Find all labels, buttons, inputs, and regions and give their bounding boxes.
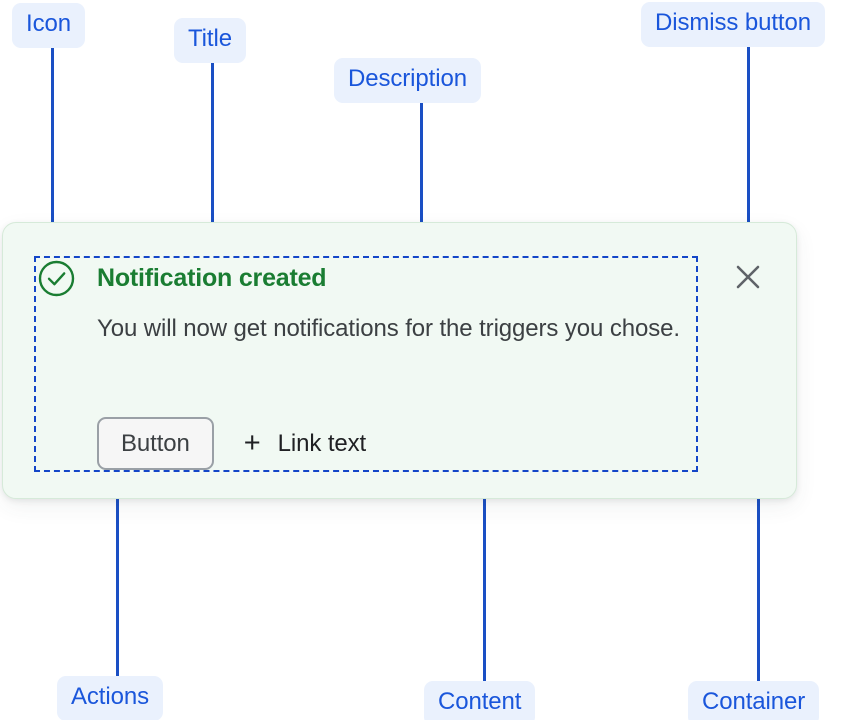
annotation-label-title: Title [174, 18, 246, 63]
leader-line-container [757, 472, 760, 682]
notification-title: Notification created [97, 264, 327, 292]
annotation-label-icon: Icon [12, 3, 85, 48]
notification-description: You will now get notifications for the t… [97, 315, 680, 342]
annotation-label-dismiss: Dismiss button [641, 2, 825, 47]
leader-line-content [483, 471, 486, 682]
notification-actions: Button + Link text [97, 417, 366, 470]
annotation-label-description: Description [334, 58, 481, 103]
leader-line-title [211, 60, 214, 263]
check-circle-icon [38, 260, 75, 297]
close-icon [733, 265, 763, 295]
primary-action-button[interactable]: Button [97, 417, 214, 470]
secondary-action-link[interactable]: + Link text [244, 429, 366, 458]
annotation-label-actions: Actions [57, 676, 164, 720]
plus-icon: + [243, 427, 261, 459]
leader-line-description [420, 99, 423, 304]
notification-container: Notification created You will now get no… [2, 222, 797, 499]
annotation-label-content: Content [424, 681, 536, 720]
leader-line-dismiss [747, 43, 750, 247]
leader-line-actions [116, 471, 119, 677]
secondary-action-link-label: Link text [277, 429, 367, 457]
leader-line-icon [51, 46, 54, 248]
dismiss-button[interactable] [733, 262, 763, 292]
annotation-label-container: Container [688, 681, 820, 720]
